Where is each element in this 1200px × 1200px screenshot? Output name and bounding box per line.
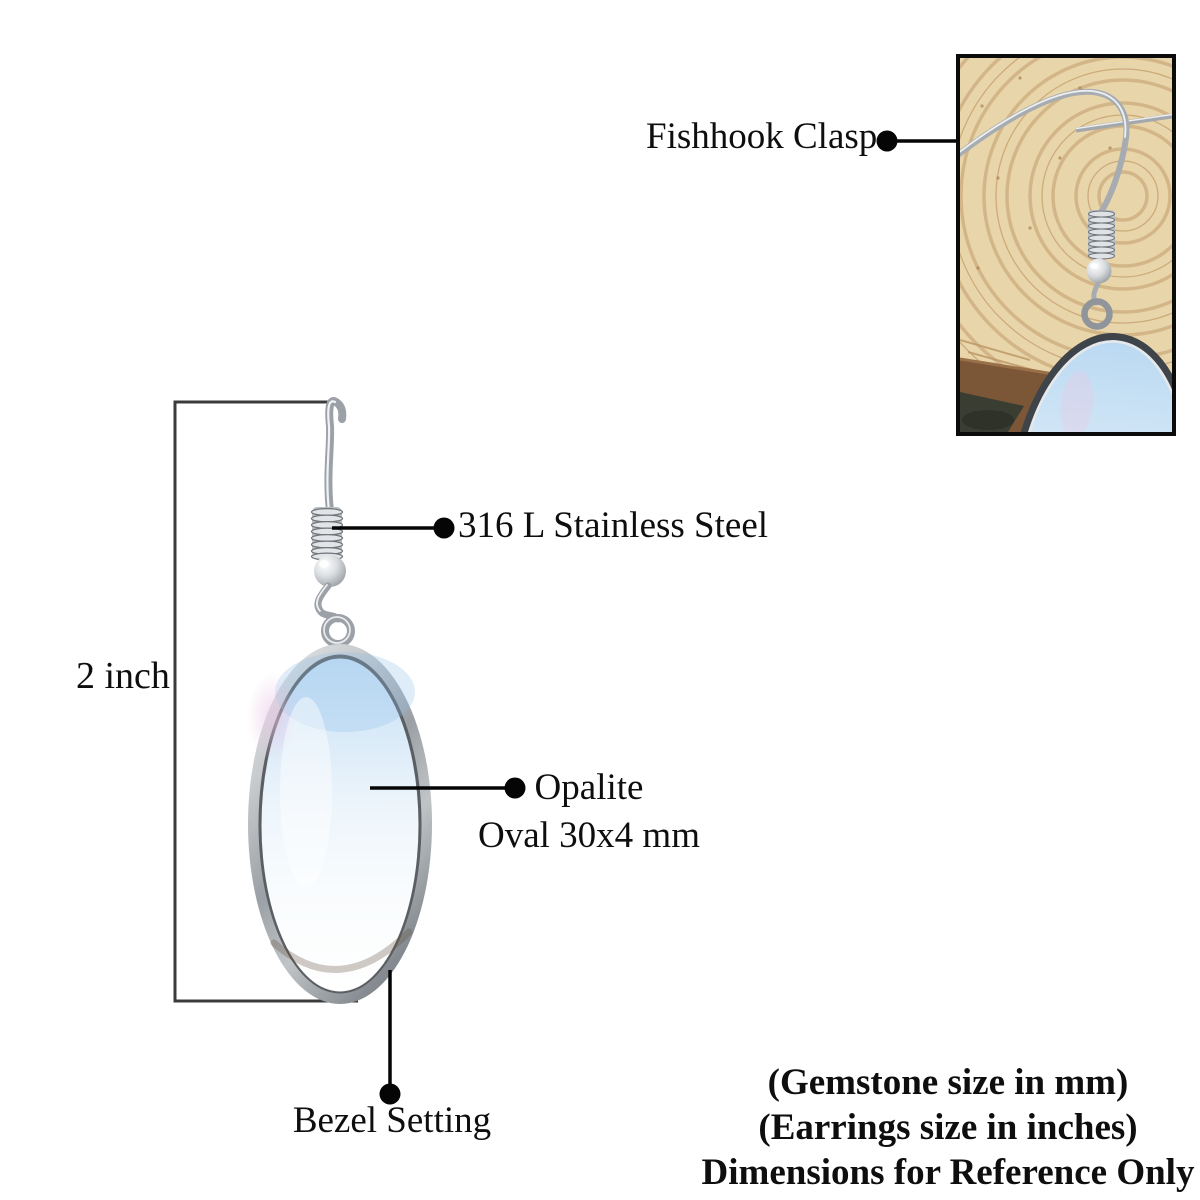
callout-dot-setting-icon (379, 1083, 401, 1105)
bezel-setting-label: Bezel Setting (292, 1100, 492, 1141)
footnote-block: (Gemstone size in mm) (Earrings size in … (698, 1060, 1198, 1195)
earring-hook-wire (324, 397, 347, 515)
wood-speckles (976, 76, 1112, 270)
footnote-earring-units: (Earrings size in inches) (758, 1107, 1138, 1148)
callout-dot-gemstone-icon (504, 777, 526, 799)
hook-material-label: 316 L Stainless Steel (458, 505, 769, 546)
gemstone-name-label: Opalite (534, 767, 644, 808)
jump-ring (321, 614, 355, 648)
dimension-bracket (173, 400, 358, 1003)
gemstone-size-label: Oval 30x4 mm (478, 815, 700, 856)
footnote-reference-only: Dimensions for Reference Only (701, 1152, 1195, 1193)
callout-dot-clasp-icon (876, 130, 898, 152)
fishhook-clasp-label: Fishhook Clasp (646, 116, 878, 157)
photo-earring-hook (960, 88, 1130, 215)
hook-coil (310, 507, 344, 561)
photo-hook-ball (1086, 258, 1112, 284)
hook-ball (314, 555, 346, 587)
hook-link-wire (314, 582, 342, 623)
photo-hook-coil (1087, 210, 1116, 260)
photo-gemstone (1009, 333, 1172, 432)
photo-content (960, 58, 1172, 432)
gemstone-label-block: Opalite Oval 30x4 mm (458, 764, 720, 860)
photo-jump-ring (1081, 298, 1113, 330)
callout-dot-material-icon (433, 517, 455, 539)
product-photo-inset (956, 54, 1176, 436)
footnote-gemstone-units: (Gemstone size in mm) (767, 1062, 1129, 1103)
earring-length-label: 2 inch (76, 655, 170, 697)
gemstone-oval (247, 652, 419, 992)
